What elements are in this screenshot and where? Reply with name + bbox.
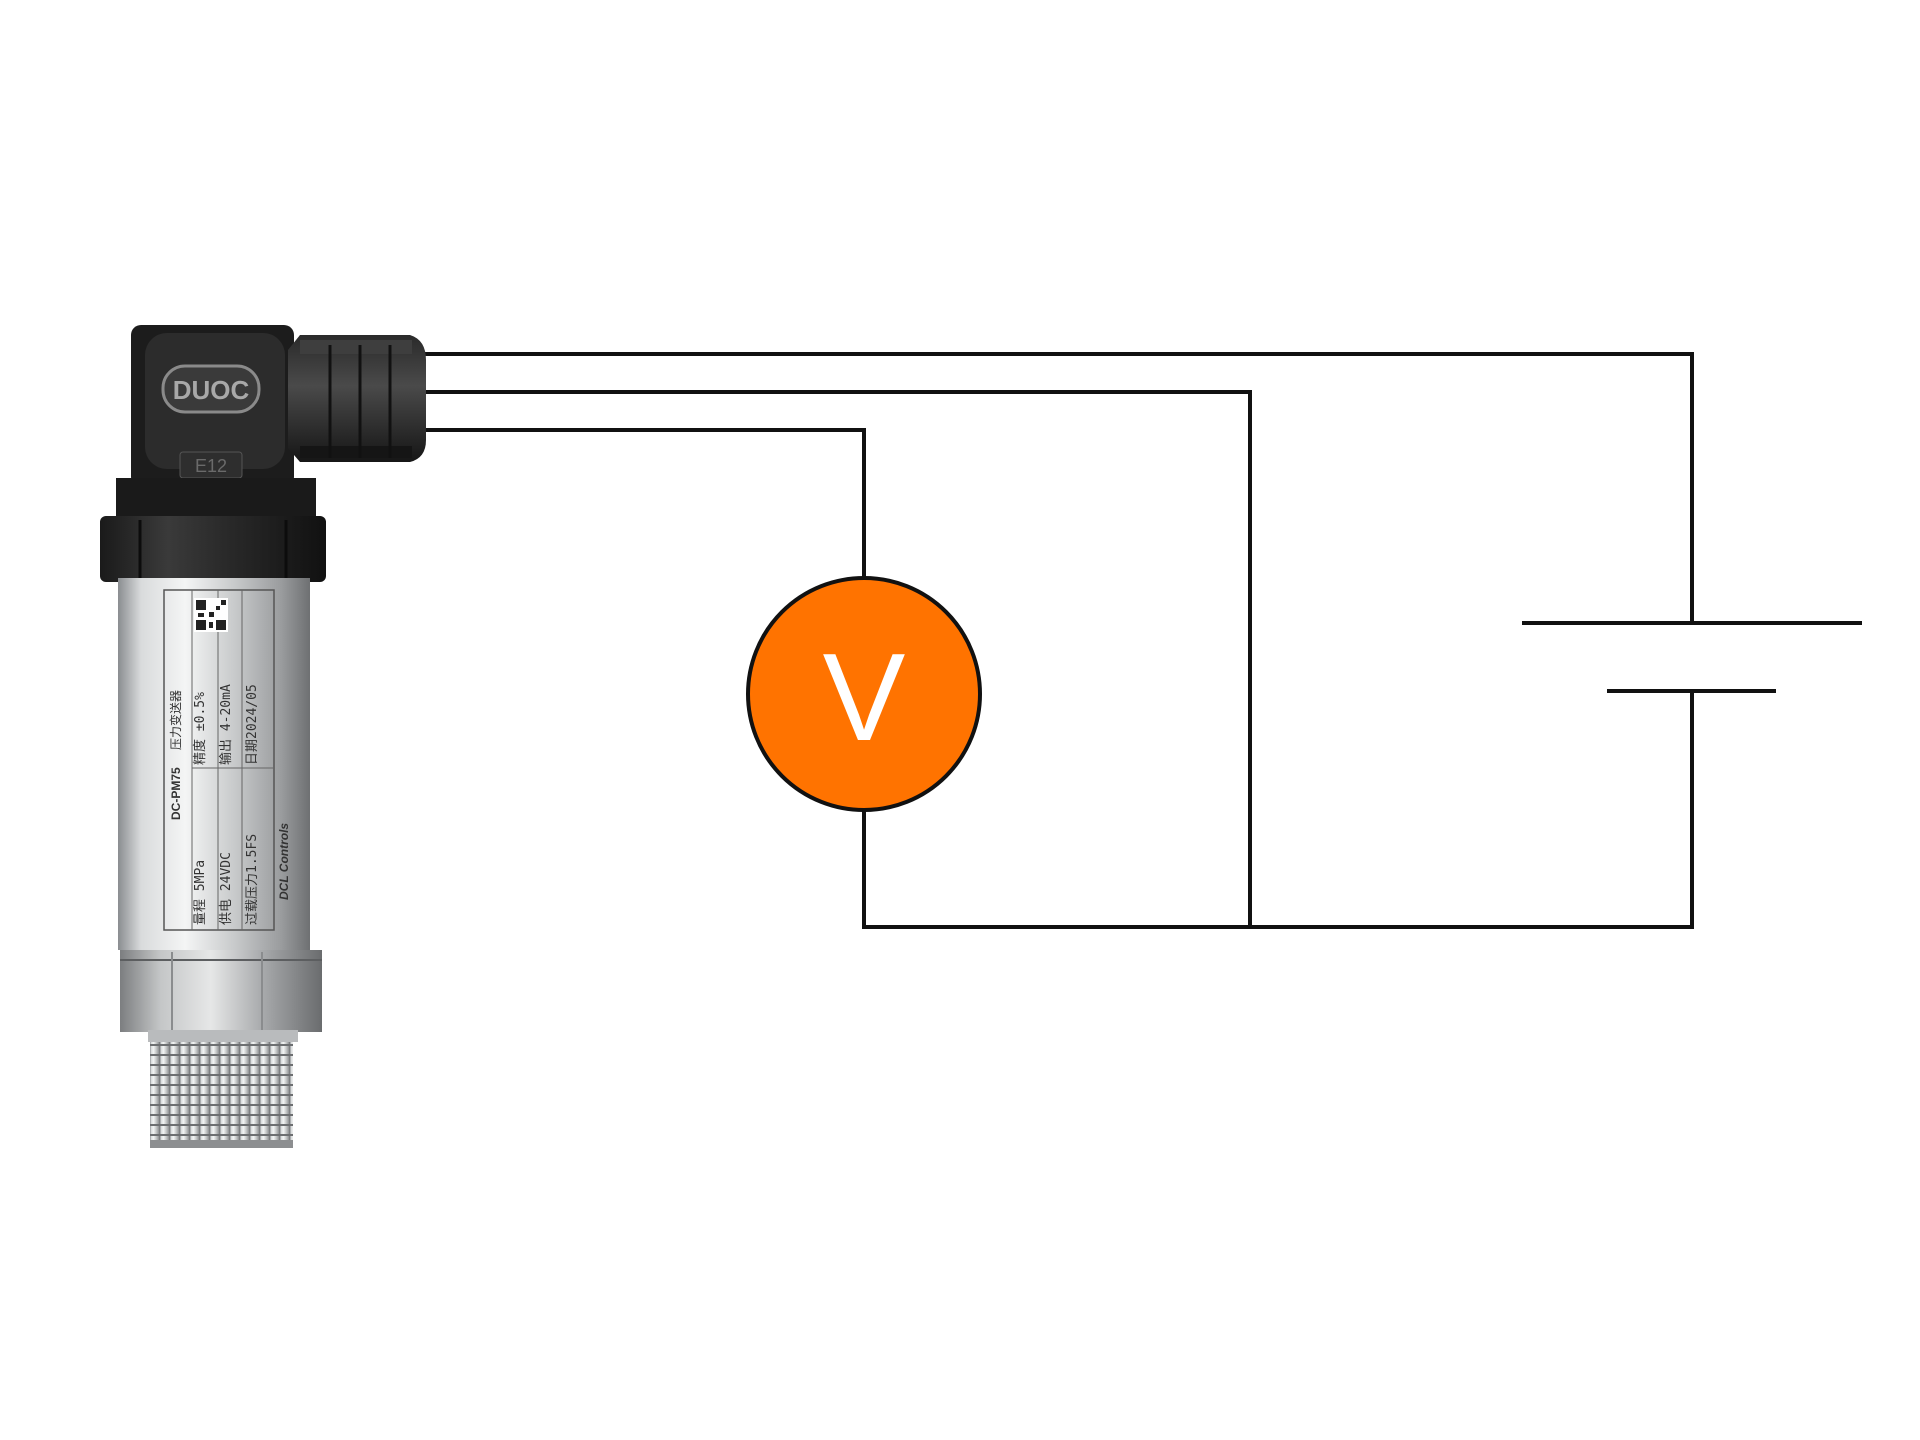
nameplate-range: 量程 5MPa <box>193 860 208 925</box>
cable-gland <box>288 335 426 462</box>
nameplate-accuracy: 精度 ±0.5% <box>192 692 208 765</box>
plastic-collar <box>116 478 316 516</box>
nameplate-name: 压力变送器 <box>168 690 183 750</box>
wires <box>424 352 1694 929</box>
nameplate-supply: 供电 24VDC <box>219 852 234 925</box>
hex-nut <box>120 950 322 1032</box>
pressure-transmitter: DUOC E12 DC-PM75 压力变送器 量程 5MPa 精度 ±0.5% … <box>100 325 426 1148</box>
voltmeter-circle <box>746 576 982 812</box>
nameplate: DC-PM75 压力变送器 量程 5MPa 精度 ±0.5% 供电 24VDC … <box>163 589 291 931</box>
wire-top <box>424 352 1694 623</box>
nameplate-output: 输出 4-20mA <box>218 684 234 765</box>
wire-meter-return <box>862 691 1694 929</box>
battery-symbol <box>1522 621 1862 693</box>
voltmeter: V <box>746 576 982 812</box>
wire-bottom <box>424 428 866 578</box>
threaded-fitting <box>150 1042 293 1148</box>
transmitter-body <box>118 578 310 950</box>
nameplate-overload: 过载压力1.5FS <box>245 834 260 925</box>
voltmeter-symbol: V <box>823 629 906 767</box>
nameplate-maker: DCL Controls <box>277 823 291 900</box>
nameplate-model: DC-PM75 <box>169 767 183 820</box>
wire-middle <box>424 390 1252 927</box>
logo-badge <box>161 364 261 414</box>
brand-logo: DUOC <box>173 375 250 405</box>
nameplate-date: 日期2024/05 <box>245 684 260 765</box>
connector-mark: E12 <box>195 456 227 476</box>
qr-code-icon <box>194 598 228 632</box>
